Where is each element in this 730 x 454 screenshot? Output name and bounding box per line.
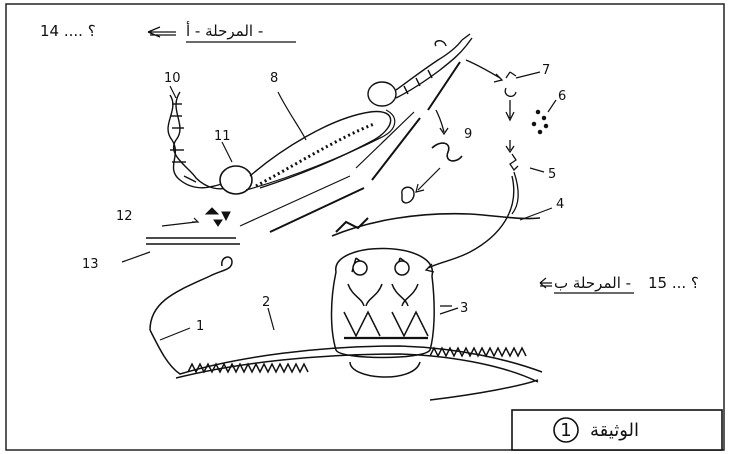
pointers	[122, 72, 556, 340]
label-10: 10	[164, 71, 181, 86]
mrna-ribbon	[150, 257, 542, 400]
document-label: الوثيقة	[590, 420, 639, 441]
trna-squiggle	[432, 143, 462, 161]
label-11: 11	[214, 129, 231, 144]
label-13: 13	[82, 257, 99, 272]
label-12: 12	[116, 209, 133, 224]
item-13-bars	[146, 238, 240, 244]
label-7: 7	[542, 63, 550, 78]
label-1: 1	[196, 319, 204, 334]
stage-b-arrow	[540, 278, 552, 288]
stage-b: المرحلة ب - ؟ ... 15	[540, 274, 699, 293]
document-number: 1	[560, 420, 571, 441]
small-molecule	[402, 187, 414, 203]
strand-4	[332, 214, 540, 236]
dna-helix-upper	[368, 34, 472, 106]
label-8: 8	[270, 71, 278, 86]
label-5: 5	[548, 167, 556, 182]
label-6: 6	[558, 89, 566, 104]
outer-frame	[6, 4, 724, 450]
stage-b-title: المرحلة ب -	[554, 274, 631, 292]
label-9: 9	[464, 127, 472, 142]
document-label-box: 1 الوثيقة	[512, 410, 722, 450]
header-stage-a: ؟ .... 14 المرحلة - أ -	[40, 21, 296, 42]
label-4: 4	[556, 197, 564, 212]
stage-a-title: المرحلة - أ -	[186, 21, 263, 40]
label-3: 3	[460, 301, 468, 316]
chain-path	[428, 176, 514, 268]
stage-b-range: ؟ ... 15	[648, 274, 699, 292]
label-2: 2	[262, 295, 270, 310]
amino-acid-chain-right	[466, 60, 548, 214]
item-12-glyphs	[206, 208, 230, 226]
stage-a-range: ؟ .... 14	[40, 22, 96, 40]
ribosome-complex	[332, 248, 435, 377]
mrna-strand	[240, 62, 460, 232]
stage-a-arrow	[148, 27, 176, 37]
